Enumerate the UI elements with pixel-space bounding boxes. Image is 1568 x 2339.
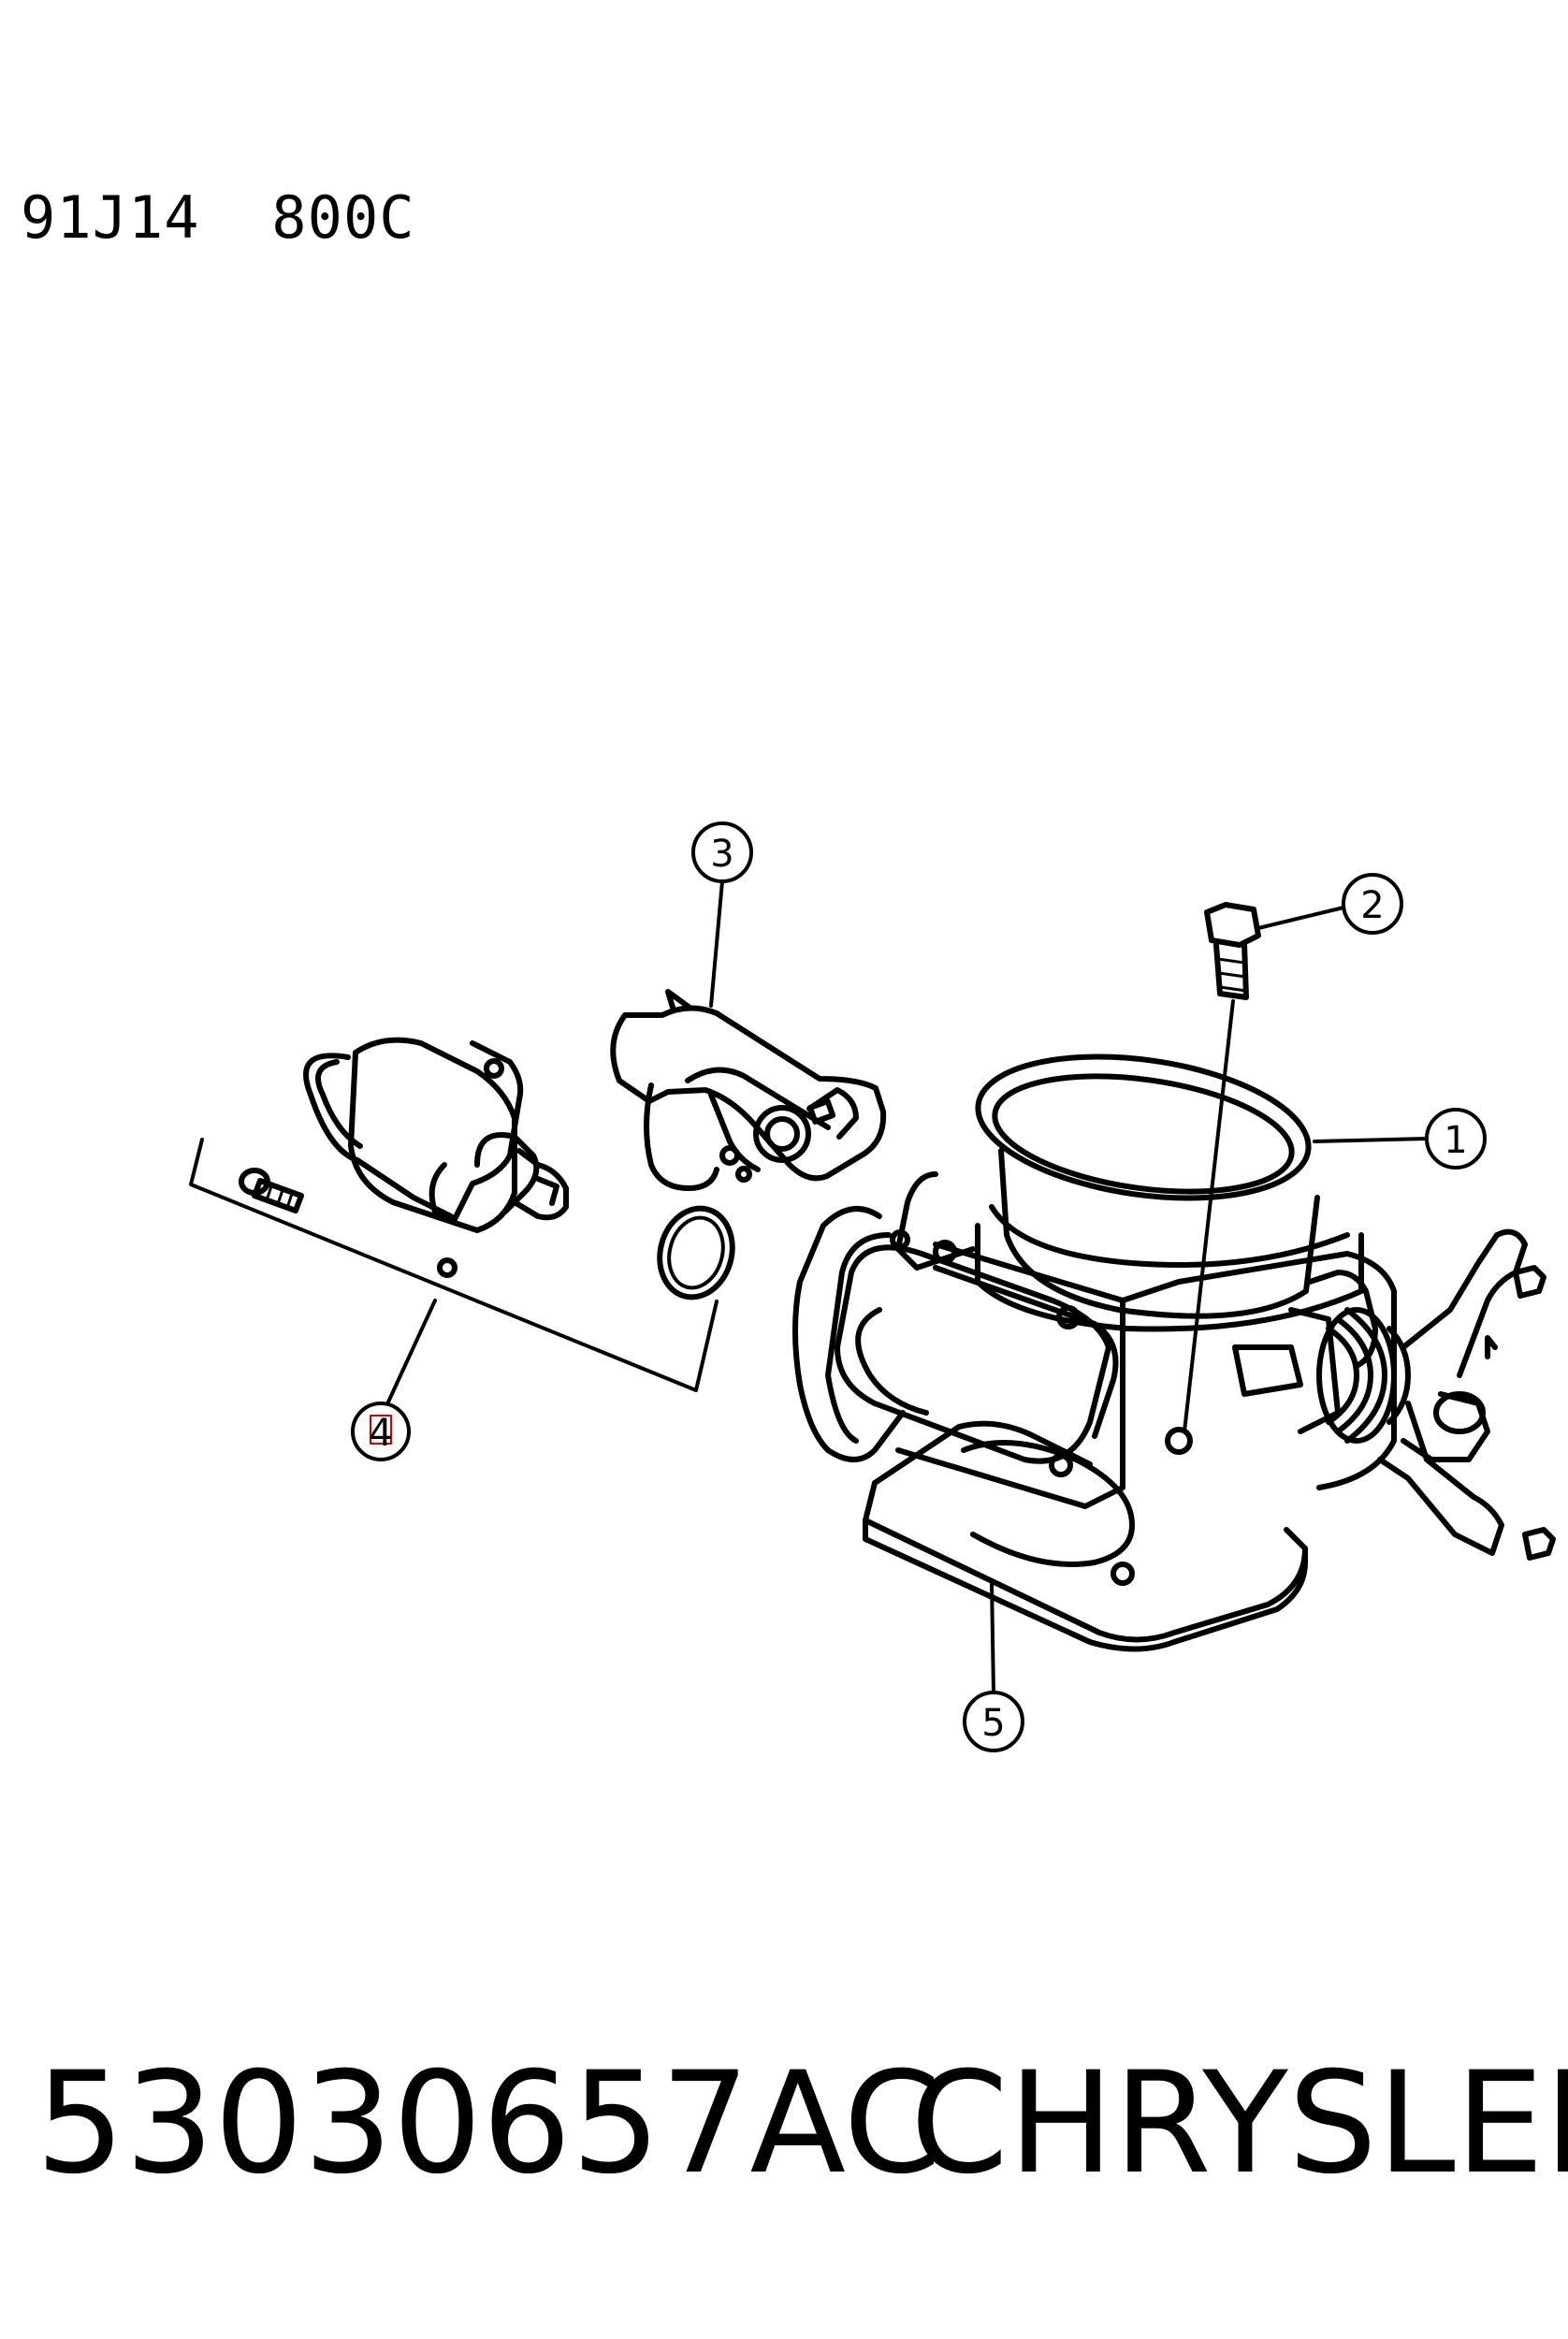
- footer: 53030657AC CHRYSLER: [36, 2054, 1568, 2194]
- callout-3[interactable]: 3: [691, 821, 753, 1008]
- throttle-position-sensor: [610, 989, 887, 1191]
- brand-name: CHRYSLER: [910, 2042, 1568, 2205]
- o-ring: [657, 1205, 735, 1300]
- callout-3-label: 3: [710, 833, 733, 876]
- idle-air-control-motor: [303, 1037, 569, 1278]
- diagram-code: 91J14 800C: [21, 183, 415, 252]
- throttle-body: [792, 1053, 1556, 1652]
- callout-5-label: 5: [981, 1702, 1005, 1745]
- screw: [239, 1168, 304, 1213]
- callout-5[interactable]: 5: [963, 1579, 1024, 1752]
- callout-4[interactable]: 4: [189, 1138, 719, 1461]
- bolt: [1183, 902, 1261, 1433]
- part-number: 53030657AC: [36, 2042, 942, 2205]
- callout-1[interactable]: 1: [1313, 1108, 1487, 1170]
- callout-4-label: 4: [369, 1412, 392, 1455]
- callout-2-label: 2: [1360, 884, 1384, 927]
- callout-1-label: 1: [1444, 1119, 1467, 1162]
- callout-2[interactable]: 2: [1256, 873, 1403, 935]
